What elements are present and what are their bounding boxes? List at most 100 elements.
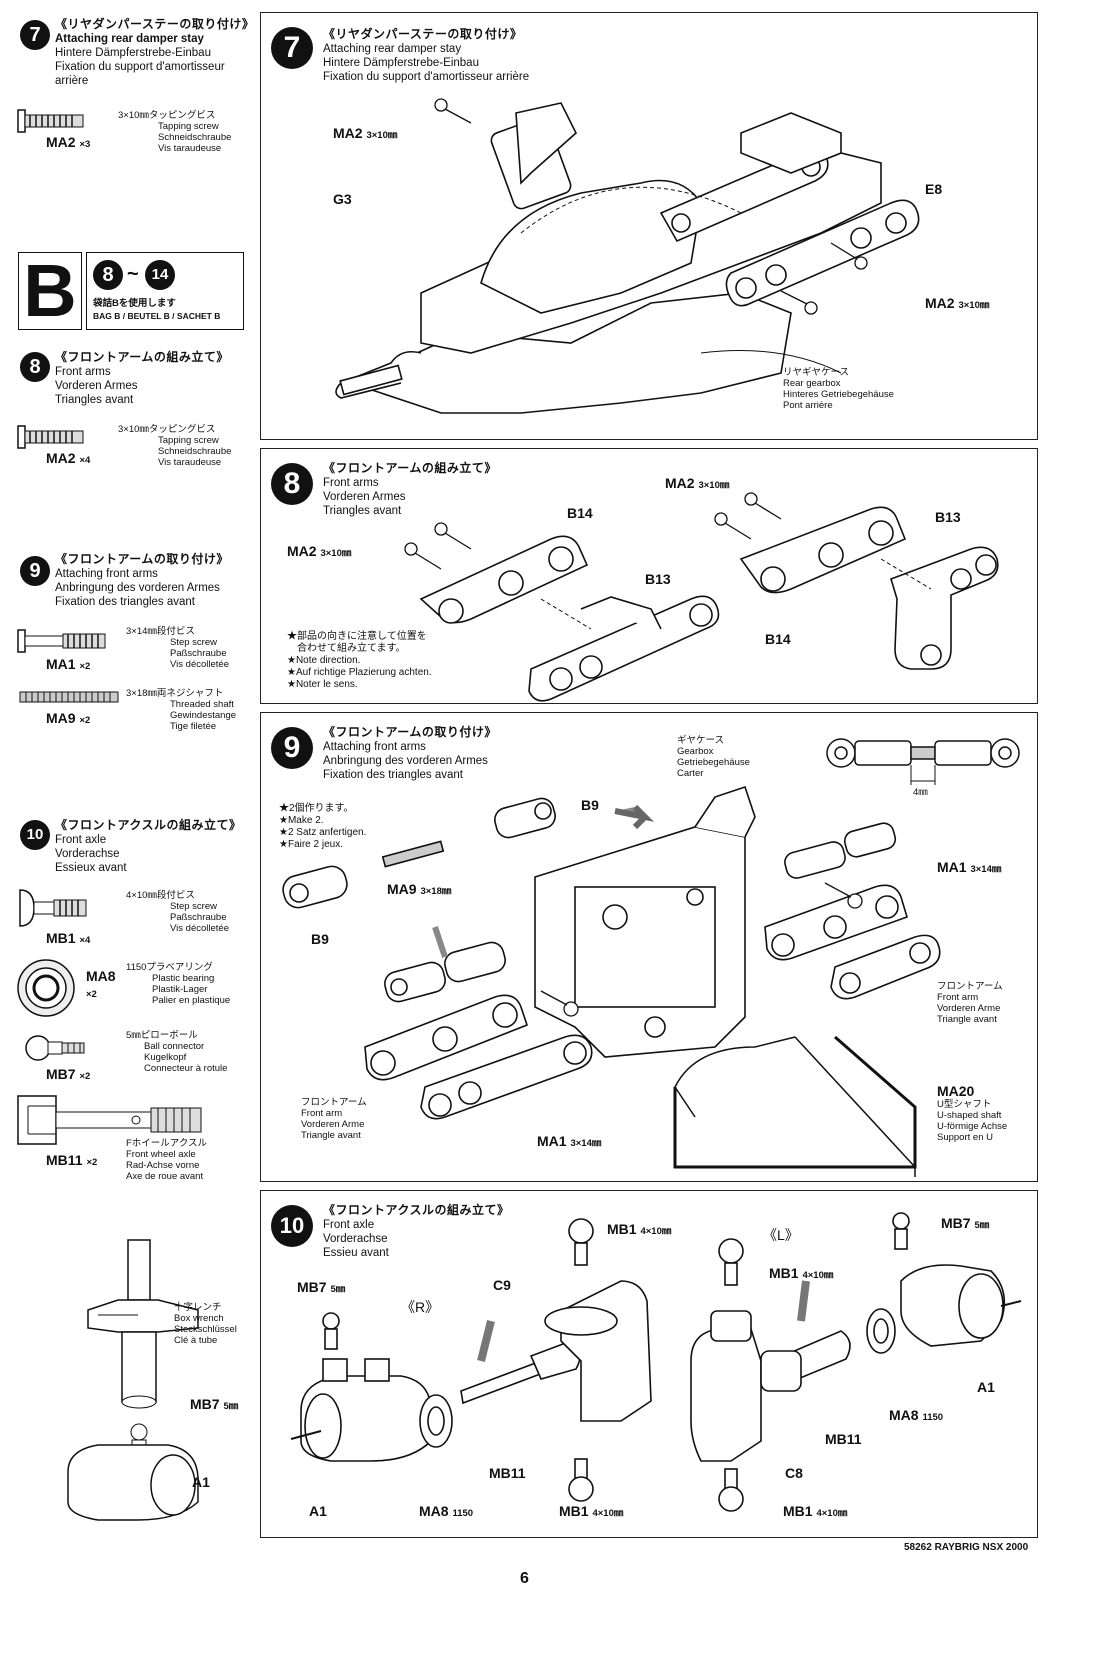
panel10-mb1-top: MB1 4×10㎜ — [607, 1221, 672, 1237]
turnbuckle-dimension-drawing — [826, 738, 1020, 785]
part-desc-jp: 3×18㎜両ネジシャフト — [126, 688, 224, 699]
plastic-bearing-icon — [17, 959, 75, 1017]
bag-en: BAG B / BEUTEL B / SACHET B — [93, 311, 221, 321]
sidebar-step10-number: 10 — [20, 820, 50, 850]
note-en: ★Note direction. — [287, 655, 361, 666]
panel9-ma20-label: MA20 U型シャフト U-shaped shaft U-förmige Ach… — [937, 1083, 1007, 1143]
note-jp1: ★部品の向きに注意して位置を — [287, 631, 427, 642]
ma20-jp: U型シャフト — [937, 1099, 992, 1110]
step-7-number: 7 — [20, 20, 50, 50]
part-desc-de: Kugelkopf — [144, 1052, 187, 1063]
sidebar-step9-number: 9 — [20, 556, 50, 586]
part-ma1-desc: 3×14㎜段付ビス Step screw Paßschraube Vis déc… — [126, 626, 256, 670]
sidebar-step7-fr: Fixation du support d'amortisseur arrièr… — [55, 61, 225, 87]
sidebar-step7-de: Hintere Dämpferstrebe-Einbau — [55, 47, 211, 59]
gearbox-de: Hinteres Getriebegehäuse — [783, 389, 894, 400]
gear-fr: Carter — [677, 768, 704, 779]
panel9-number: 9 — [271, 727, 313, 769]
panel8-de: Vorderen Armes — [323, 491, 406, 503]
note-de: ★Auf richtige Plazierung achten. — [287, 667, 432, 678]
front-arm-attach-drawing — [282, 785, 941, 1177]
part-desc-de: Schneidschraube — [158, 446, 232, 457]
panel9-ma9: MA9 3×18㎜ — [387, 881, 452, 897]
panel-step-7: 7 《リヤダンパーステーの取り付け》 Attaching rear damper… — [260, 12, 1038, 440]
panel9-b9-bottom: B9 — [311, 931, 329, 947]
part-desc-jp: 5㎜ピローボール — [126, 1030, 198, 1041]
sidebar-step8-jp: 《フロントアームの組み立て》 — [55, 350, 229, 364]
panel7-ma2-right: MA2 3×10㎜ — [925, 295, 990, 311]
panel10-en: Front axle — [323, 1219, 375, 1231]
panel9-arm-left-label: フロントアーム Front arm Vorderen Arme Triangle… — [301, 1097, 367, 1141]
panel10-c8: C8 — [785, 1465, 803, 1481]
gear-en: Gearbox — [677, 746, 714, 757]
front-axle-drawing — [290, 1212, 1022, 1512]
footer-model: 58262 RAYBRIG NSX 2000 — [904, 1542, 1029, 1553]
panel10-mb1-bottom-left: MB1 4×10㎜ — [559, 1503, 624, 1519]
part-ma8-code: MA8×2 — [86, 968, 116, 1000]
panel10-de: Vorderachse — [323, 1233, 388, 1245]
part-desc-de: Gewindestange — [170, 710, 237, 721]
front-arms-drawing — [404, 492, 999, 702]
bag-jp: 袋詰Bを使用します — [93, 298, 176, 309]
part-desc-jp: 4×10㎜段付ビス — [126, 890, 195, 901]
arm-left-en: Front arm — [301, 1108, 343, 1119]
page-number: 6 — [520, 1570, 529, 1587]
sidebar-step10-de: Vorderachse — [55, 848, 120, 860]
panel10-right-marker: 《R》 — [401, 1299, 440, 1315]
arm-right-en: Front arm — [937, 992, 979, 1003]
sidebar-step10-text: 《フロントアクスルの組み立て》 Front axle Vorderachse E… — [55, 816, 260, 875]
panel8-en: Front arms — [323, 477, 379, 489]
gear-jp: ギヤケース — [677, 735, 725, 746]
panel7-en: Attaching rear damper stay — [323, 43, 462, 55]
part-desc-jp: 1150プラベアリング — [126, 962, 213, 973]
sidebar-step9-de: Anbringung des vorderen Armes — [55, 582, 220, 594]
part-desc-fr: Vis décolletée — [170, 659, 229, 670]
rear-gearbox-drawing — [335, 98, 920, 414]
panel7-g3-label: G3 — [333, 191, 352, 207]
part-desc-jp: 3×10㎜タッピングビス — [118, 110, 216, 121]
part-ma2-desc: 3×10㎜タッピングビス Tapping screw Schneidschrau… — [118, 110, 258, 154]
sidebar-step9-jp: 《フロントアームの取り付け》 — [55, 552, 229, 566]
part-mb11-desc: Fホイールアクスル Front wheel axle Rad-Achse vor… — [126, 1138, 256, 1182]
wrench-de: Steckschlüssel — [174, 1324, 237, 1335]
part-desc-fr: Vis décolletée — [170, 923, 229, 934]
panel10-mb7-left: MB7 5㎜ — [297, 1279, 346, 1295]
arm-right-fr: Triangle avant — [937, 1014, 997, 1025]
sidebar-step9-text: 《フロントアームの取り付け》 Attaching front arms Anbr… — [55, 550, 260, 609]
part-desc-de: Schneidschraube — [158, 132, 232, 143]
tapping-screw-icon — [17, 425, 84, 449]
panel9-dim-label: 4㎜ — [913, 787, 928, 798]
panel10-a1-right: A1 — [977, 1379, 995, 1395]
panel8-note: ★部品の向きに注意して位置を 合わせて組み立てます。 ★Note directi… — [287, 631, 432, 691]
threaded-shaft-icon — [19, 691, 119, 703]
part-desc-fr: Vis taraudeuse — [158, 143, 222, 154]
bag-range-to: 14 — [145, 260, 175, 290]
panel10-jp: 《フロントアクスルの組み立て》 — [323, 1203, 510, 1217]
note-fr: ★Noter le sens. — [287, 679, 358, 690]
part-mb11-code: MB11 ×2 — [46, 1152, 98, 1168]
part-desc-en: Step screw — [170, 637, 217, 648]
bag-info-box: 8 ~ 14 袋詰Bを使用します BAG B / BEUTEL B / SACH… — [86, 252, 244, 330]
part-desc-fr: Axe de roue avant — [126, 1171, 204, 1182]
panel10-mb11-left: MB11 — [489, 1465, 526, 1481]
part-desc-en: Tapping screw — [158, 435, 219, 446]
part-desc-jp: 3×14㎜段付ビス — [126, 626, 195, 637]
part-mb7-code: MB7 ×2 — [46, 1066, 91, 1082]
make-de: ★2 Satz anfertigen. — [279, 827, 367, 838]
box-wrench-desc: 十字レンチ Box wrench Steckschlüssel Clé à tu… — [174, 1302, 237, 1346]
panel10-left-marker: 《L》 — [763, 1227, 799, 1243]
gearbox-jp: リヤギヤケース — [783, 367, 850, 378]
part-ma2-code: MA2 ×4 — [46, 450, 91, 466]
panel9-gearbox-label: ギヤケース Gearbox Getriebegehäuse Carter — [677, 735, 750, 779]
panel-step-9: 9 《フロントアームの取り付け》 Attaching front arms An… — [260, 712, 1038, 1182]
sidebar-step9-en: Attaching front arms — [55, 568, 158, 580]
gearbox-en: Rear gearbox — [783, 378, 841, 389]
arm-right-jp: フロントアーム — [937, 981, 1003, 992]
panel8-b13-a: B13 — [645, 571, 671, 587]
panel10-fr: Essieu avant — [323, 1247, 389, 1259]
panel8-number: 8 — [271, 463, 313, 505]
panel-step-8: 8 《フロントアームの組み立て》 Front arms Vorderen Arm… — [260, 448, 1038, 704]
part-desc-en: Tapping screw — [158, 121, 219, 132]
panel10-mb1-mid: MB1 4×10㎜ — [769, 1265, 834, 1281]
part-desc-fr: Palier en plastique — [152, 995, 231, 1006]
